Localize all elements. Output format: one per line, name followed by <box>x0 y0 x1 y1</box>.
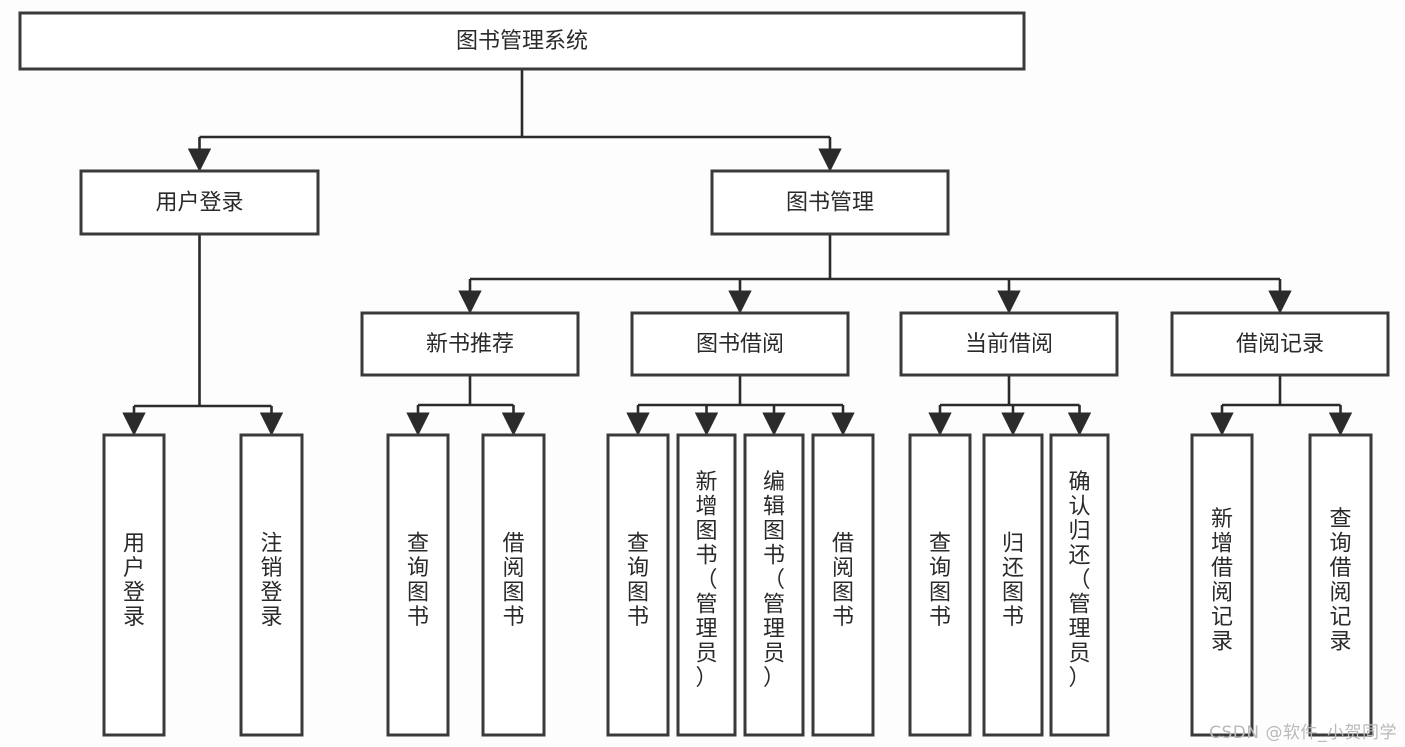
leaf-label: 新增图书（管理员） <box>695 470 717 691</box>
leaf-label: 归还图书 <box>1002 531 1024 630</box>
node-leaf-query-book-2[interactable]: 查询图书 <box>606 433 670 737</box>
node-borrow-record[interactable]: 借阅记录 <box>1170 311 1390 377</box>
node-leaf-confirm-return[interactable]: 确认归还（管理员） <box>1049 433 1110 737</box>
node-leaf-add-record[interactable]: 新增借阅记录 <box>1190 433 1254 737</box>
node-leaf-query-book-3[interactable]: 查询图书 <box>908 433 972 737</box>
node-leaf-query-record[interactable]: 查询借阅记录 <box>1308 433 1373 737</box>
node-leaf-query-book-1[interactable]: 查询图书 <box>386 433 450 737</box>
nodes-layer: 图书管理系统用户登录图书管理新书推荐图书借阅当前借阅借阅记录用户登录注销登录查询… <box>18 11 1390 737</box>
leaf-label: 用户登录 <box>123 531 145 630</box>
node-label: 用户登录 <box>155 191 243 216</box>
leaf-label: 编辑图书（管理员） <box>763 470 785 691</box>
node-book-borrow[interactable]: 图书借阅 <box>630 311 850 377</box>
node-label: 新书推荐 <box>426 332 514 357</box>
node-root[interactable]: 图书管理系统 <box>18 11 1026 71</box>
leaf-label: 查询借阅记录 <box>1329 507 1351 655</box>
node-leaf-add-book[interactable]: 新增图书（管理员） <box>676 433 737 737</box>
node-label: 图书管理 <box>786 191 874 216</box>
node-current-borrow[interactable]: 当前借阅 <box>899 311 1119 377</box>
node-leaf-borrow-book-1[interactable]: 借阅图书 <box>481 433 546 737</box>
node-book-manage[interactable]: 图书管理 <box>710 169 950 236</box>
node-user-login[interactable]: 用户登录 <box>79 169 320 236</box>
leaf-label: 借阅图书 <box>832 531 854 630</box>
node-leaf-borrow-book-2[interactable]: 借阅图书 <box>811 433 875 737</box>
leaf-label: 查询图书 <box>407 531 429 630</box>
node-label: 图书借阅 <box>696 332 784 357</box>
node-leaf-logout[interactable]: 注销登录 <box>239 433 304 737</box>
node-label: 当前借阅 <box>965 332 1053 357</box>
node-leaf-return-book[interactable]: 归还图书 <box>982 433 1044 737</box>
leaf-label: 新增借阅记录 <box>1211 507 1233 655</box>
leaf-label: 查询图书 <box>627 531 649 630</box>
leaf-label: 借阅图书 <box>502 531 524 630</box>
node-new-book-rec[interactable]: 新书推荐 <box>360 311 580 377</box>
node-leaf-user-login[interactable]: 用户登录 <box>102 433 166 737</box>
watermark-csdn: CSDN @软件_小贺同学 <box>1209 723 1397 743</box>
leaf-label: 查询图书 <box>929 531 951 630</box>
node-leaf-edit-book[interactable]: 编辑图书（管理员） <box>743 433 805 737</box>
node-label: 借阅记录 <box>1236 332 1324 357</box>
leaf-label: 注销登录 <box>260 531 282 630</box>
node-label: 图书管理系统 <box>456 29 588 54</box>
leaf-label: 确认归还（管理员） <box>1068 470 1090 691</box>
connectors-layer <box>122 69 1353 436</box>
